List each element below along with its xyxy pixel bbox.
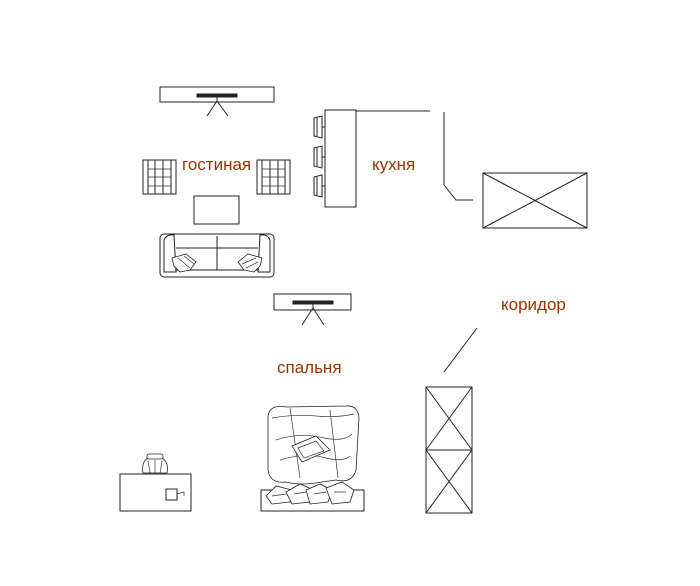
bed bbox=[260, 405, 365, 512]
desk bbox=[119, 473, 192, 512]
corridor-wardrobe bbox=[425, 386, 473, 514]
room-label-kitchen: кухня bbox=[372, 155, 416, 174]
sofa bbox=[159, 233, 275, 278]
bar-stool-3 bbox=[313, 174, 325, 198]
corridor-door-swing bbox=[443, 327, 478, 373]
bar-stool-2 bbox=[313, 145, 325, 169]
tv-stand-bedroom bbox=[273, 293, 352, 326]
room-label-living: гостиная bbox=[182, 155, 252, 174]
bar-stool-1 bbox=[313, 115, 325, 139]
coffee-table bbox=[193, 195, 240, 225]
tv-stand-living bbox=[159, 86, 275, 117]
room-label-corridor: коридор bbox=[501, 295, 566, 314]
armchair-right bbox=[256, 159, 291, 195]
desk-chair bbox=[142, 453, 168, 474]
kitchen-storage-box bbox=[482, 172, 588, 229]
kitchen-wall-corner bbox=[443, 112, 473, 201]
room-label-bedroom: спальня bbox=[277, 358, 342, 377]
armchair-left bbox=[142, 159, 177, 195]
kitchen-bar-counter bbox=[324, 109, 357, 208]
